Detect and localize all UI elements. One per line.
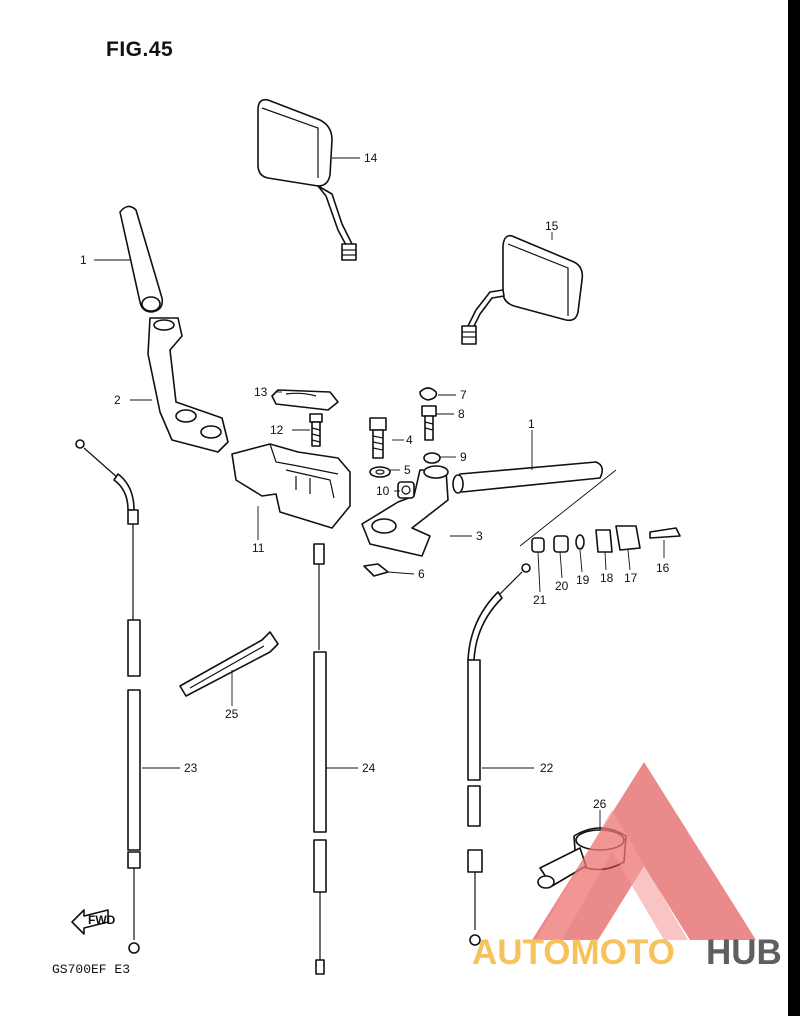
callout-7: 7: [460, 388, 467, 402]
mirror-left: [257, 98, 357, 261]
bolt-12: [309, 413, 323, 447]
logo-triangle-icon: [532, 762, 756, 940]
callout-22: 22: [540, 761, 554, 775]
callout-4: 4: [406, 433, 413, 447]
callout-5: 5: [404, 463, 411, 477]
logo-text-hub: HUB: [706, 933, 782, 972]
logo-inner-triangle-icon: [536, 810, 688, 940]
washer-5-hole: [375, 469, 385, 475]
bolt-4: [369, 417, 387, 459]
callout-14: 14: [364, 151, 378, 165]
bolt-8: [421, 405, 437, 441]
screw-16: [649, 527, 681, 539]
fwd-arrow-icon: [71, 909, 109, 935]
handlebar-holder-left: [147, 317, 229, 453]
callout-19: 19: [576, 573, 590, 587]
handlebar-balancer-block: [231, 443, 351, 529]
callout-9: 9: [460, 450, 467, 464]
cable-strap: [179, 631, 279, 697]
handlebar-left-tube: [119, 205, 164, 313]
nut-10: [397, 481, 415, 499]
mirror-right: [461, 234, 584, 345]
collar-20: [553, 535, 569, 553]
callout-25: 25: [225, 707, 239, 721]
page-edge-bar: [788, 0, 800, 1016]
cap-7: [419, 387, 438, 401]
callout-13: 13: [254, 385, 268, 399]
callout-1: 1: [80, 253, 87, 267]
callout-12: 12: [270, 423, 284, 437]
bar-end-parts: [531, 525, 681, 553]
callout-26: 26: [593, 797, 607, 811]
handlebar-cap: [271, 389, 339, 411]
fwd-label: FWD: [88, 913, 116, 927]
leader-lines: [94, 157, 665, 830]
callout-8: 8: [458, 407, 465, 421]
handlebar-right-tube: [452, 461, 604, 494]
callout-20: 20: [555, 579, 569, 593]
clip-6: [363, 563, 389, 577]
logo-text-automoto: AUTOMOTO: [472, 933, 675, 972]
callout-10: 10: [376, 484, 390, 498]
callout-numbers: 1 2 3 4 5 6 7 8 9 10 11 12 13 14 15 16 1…: [80, 151, 670, 811]
nut-21: [531, 537, 545, 553]
callout-15: 15: [545, 219, 559, 233]
handlebar-holder-right: [361, 465, 449, 557]
callout-3: 3: [476, 529, 483, 543]
callout-16: 16: [656, 561, 670, 575]
callout-24: 24: [362, 761, 376, 775]
model-code: GS700EF E3: [52, 962, 131, 977]
callout-11: 11: [252, 541, 265, 555]
cable-22: [467, 563, 531, 946]
weight-17: [615, 525, 641, 551]
callout-1-right: 1: [528, 417, 535, 431]
washer-5: [369, 466, 391, 478]
cable-24: [313, 543, 327, 975]
nut-9: [423, 452, 441, 464]
callout-17: 17: [624, 571, 638, 585]
cable-23: [75, 439, 141, 954]
watermark-logo: AUTOMOTO HUB: [472, 762, 782, 972]
washer-19: [575, 534, 585, 550]
callout-6: 6: [418, 567, 425, 581]
figure-title: FIG.45: [106, 38, 174, 61]
callout-21: 21: [533, 593, 547, 607]
callout-18: 18: [600, 571, 614, 585]
callout-2: 2: [114, 393, 121, 407]
damper-18: [595, 529, 613, 553]
callout-23: 23: [184, 761, 198, 775]
